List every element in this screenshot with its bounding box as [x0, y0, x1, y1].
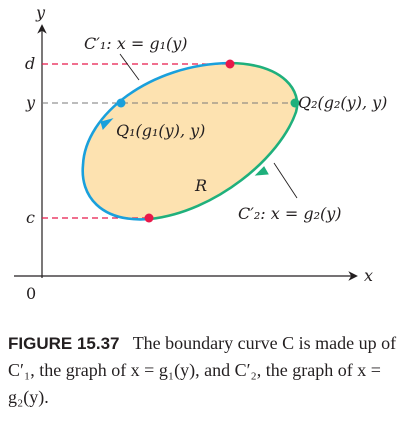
region-r	[82, 63, 298, 220]
tick-label-c: c	[26, 208, 35, 227]
y-axis-label: y	[35, 3, 46, 22]
region-label: R	[194, 176, 207, 195]
tick-label-y: y	[25, 93, 36, 112]
point-q2-label: Q₂(g₂(y), y)	[298, 93, 387, 112]
caption-text: The boundary curve C is made up of C′₁, …	[8, 333, 397, 407]
point-q2	[290, 98, 300, 108]
direction-arrow-c1	[100, 118, 114, 131]
x-axis-label: x	[364, 266, 373, 285]
bottom-extreme-point	[144, 213, 154, 223]
point-q1-label: Q₁(g₁(y), y)	[116, 121, 205, 140]
leader-line-c1	[119, 53, 140, 81]
figure-caption: FIGURE 15.37 The boundary curve C is mad…	[8, 330, 398, 411]
tick-label-d: d	[25, 54, 35, 73]
point-q1	[116, 98, 126, 108]
curve-c1-label: C′₁: x = g₁(y)	[84, 34, 188, 53]
curve-c2-label: C′₂: x = g₂(y)	[238, 204, 342, 223]
boundary-curve-diagram: y x 0 d y c C′₁: x = g₁(y) Q₂(g₂(y), y) …	[14, 3, 387, 303]
direction-arrow-c2	[254, 166, 269, 176]
curve-c1	[81, 61, 231, 221]
curve-c2	[149, 61, 299, 221]
origin-label: 0	[26, 284, 36, 303]
figure-number: FIGURE 15.37	[8, 334, 120, 353]
leader-line-c2	[273, 162, 298, 199]
top-extreme-point	[225, 59, 235, 69]
